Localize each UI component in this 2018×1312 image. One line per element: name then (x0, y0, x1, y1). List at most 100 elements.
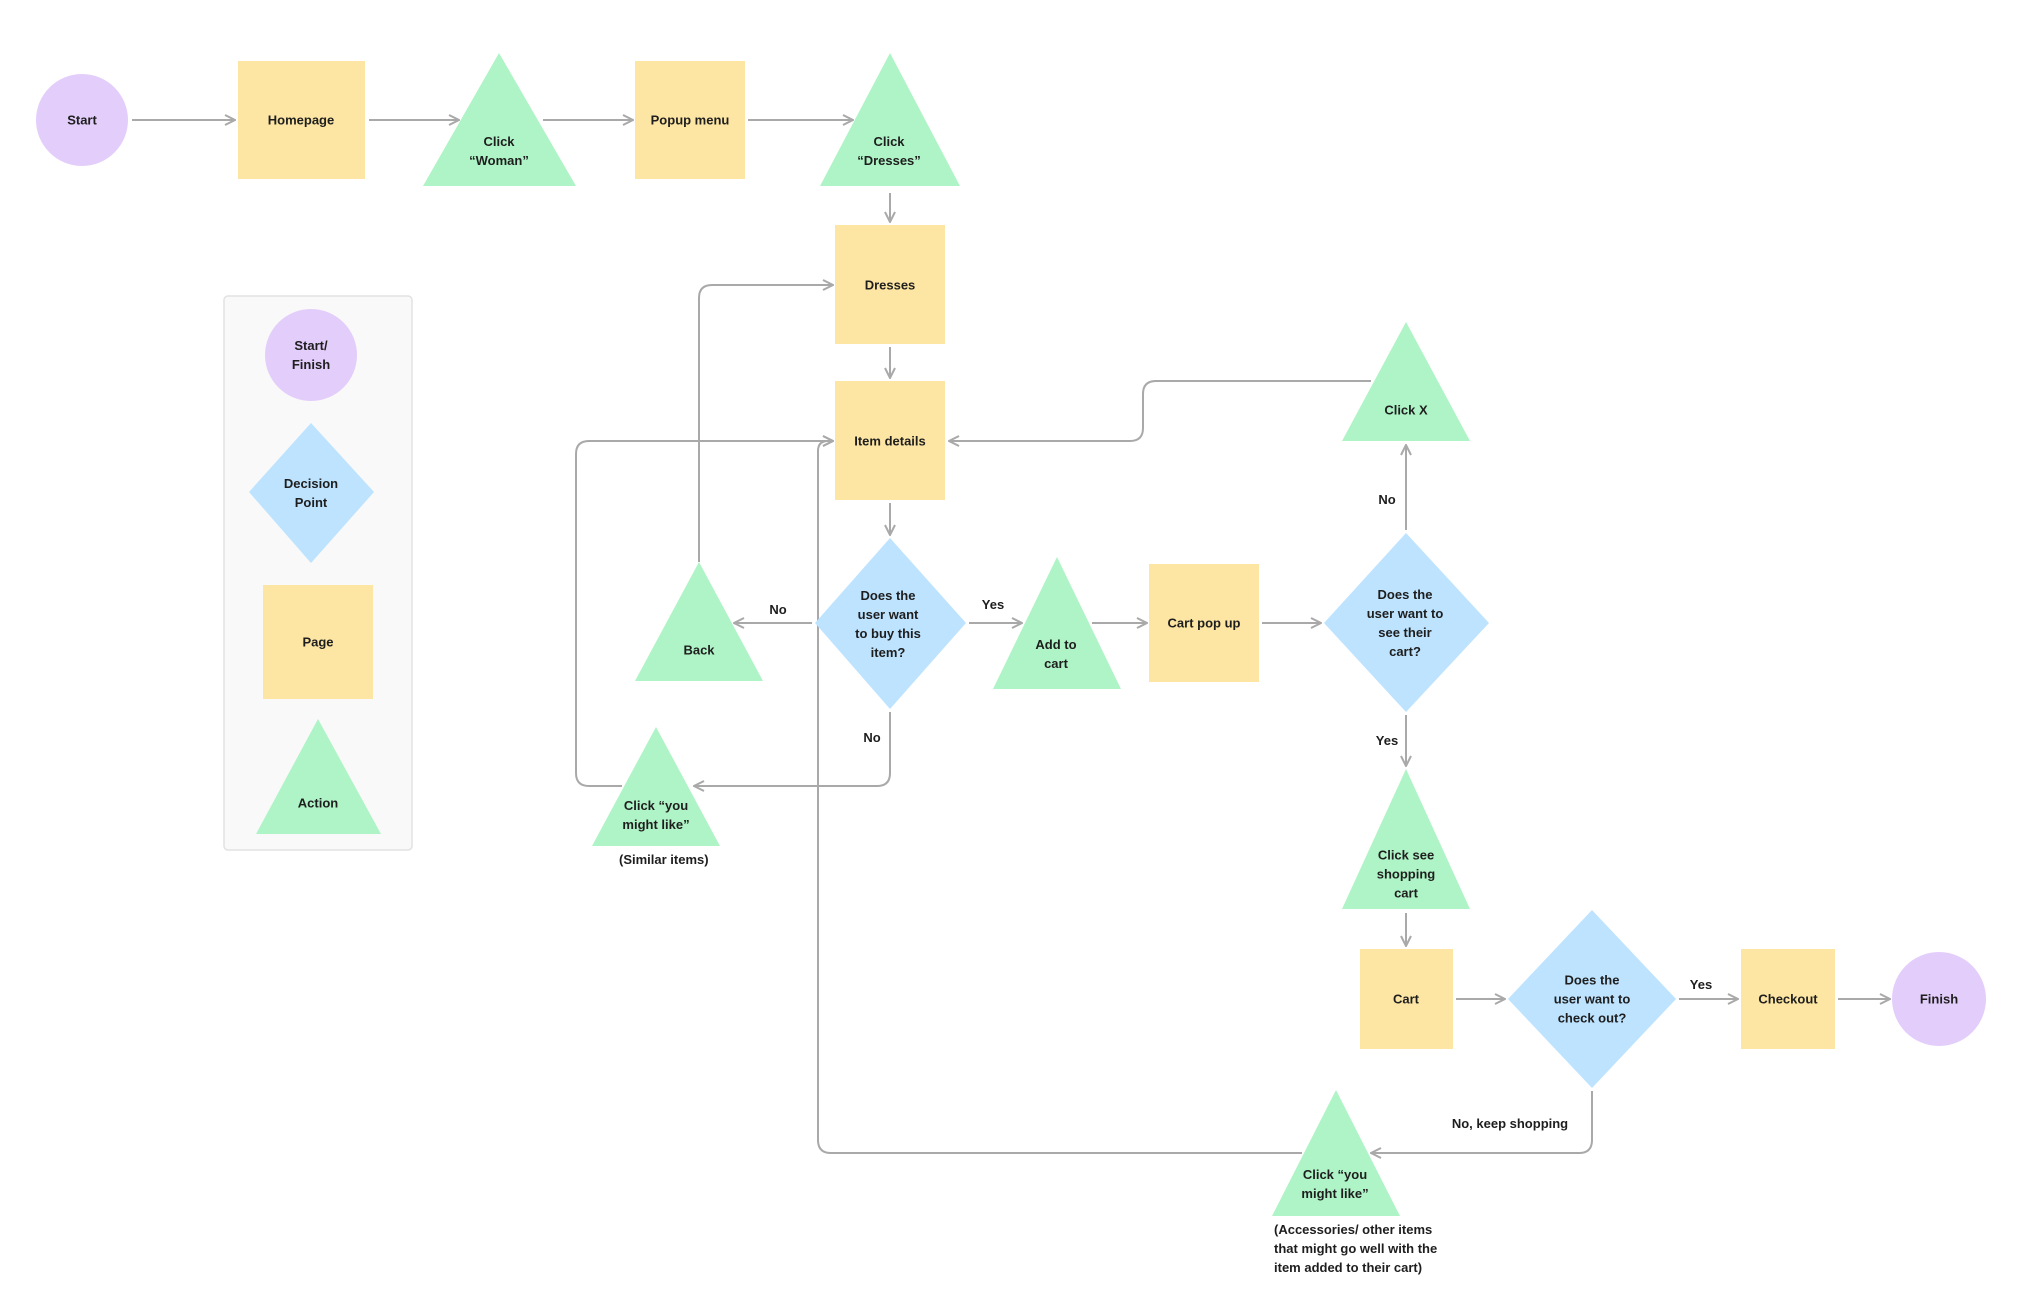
node-popup-menu (635, 61, 745, 179)
node-add-to-cart-label: Add to cart (1035, 637, 1076, 671)
node-cart-popup (1149, 564, 1259, 682)
label-line: Cart pop up (1168, 616, 1241, 631)
label-line: (Accessories/ other items (1274, 1222, 1432, 1237)
legend-terminal-shape (265, 309, 357, 401)
label-line: cart (1394, 886, 1419, 901)
note-accessories: (Accessories/ other items that might go w… (1274, 1222, 1437, 1275)
legend-action-shape (256, 719, 381, 834)
nodes: Start Homepage Click “Woman” Popup menu C… (36, 53, 1986, 1216)
label-line: Dresses (865, 278, 916, 293)
label-line: shopping (1377, 867, 1436, 882)
node-checkout (1741, 949, 1835, 1049)
legend-decision-shape (249, 423, 374, 563)
edge-accessories-item-details (817, 441, 1302, 1154)
edge-label-buy-no-similar: No (863, 730, 880, 745)
label-line: “Woman” (469, 153, 529, 168)
node-start (36, 74, 128, 166)
label-line: Checkout (1758, 992, 1818, 1007)
label-line: Point (295, 495, 328, 510)
node-click-see-cart (1342, 769, 1470, 909)
label-line: Add to (1035, 637, 1076, 652)
label-line: Does the (1565, 973, 1620, 988)
node-cart-popup-label: Cart pop up (1168, 616, 1241, 631)
label-line: might like” (1301, 1186, 1368, 1201)
label-line: might like” (622, 817, 689, 832)
label-line: cart (1044, 656, 1069, 671)
legend-page-label: Page (302, 635, 333, 650)
node-homepage-label: Homepage (268, 113, 334, 128)
label-line: to buy this (855, 626, 921, 641)
label-line: Homepage (268, 113, 334, 128)
notes: (Similar items) (Accessories/ other item… (619, 852, 1437, 1275)
label-line: Page (302, 635, 333, 650)
legend-page-shape (263, 585, 373, 699)
label-line: (Similar items) (619, 852, 709, 867)
label-line: that might go well with the (1274, 1241, 1437, 1256)
node-finish (1892, 952, 1986, 1046)
edge-click-x-item-details (949, 380, 1371, 441)
node-popup-menu-label: Popup menu (651, 113, 730, 128)
node-back-label: Back (683, 643, 715, 658)
edge-labels: No Yes No No Yes Yes No, keep shopping (769, 492, 1712, 1131)
node-click-x-label: Click X (1384, 403, 1428, 418)
node-finish-label: Finish (1920, 992, 1958, 1007)
node-dresses-label: Dresses (865, 278, 916, 293)
node-back (635, 562, 763, 681)
edge-label-see-cart-yes: Yes (1376, 733, 1398, 748)
node-click-dresses-label: Click “Dresses” (857, 134, 921, 168)
edge-similar-item-details (575, 441, 833, 787)
label-line: see their (1378, 625, 1431, 640)
label-line: Action (298, 796, 339, 811)
label-line: “Dresses” (857, 153, 921, 168)
legend-action-label: Action (298, 796, 339, 811)
edge-label-see-cart-no: No (1378, 492, 1395, 507)
label-line: Click (873, 134, 905, 149)
edge-checkout-no-keep-shopping (1371, 1091, 1593, 1153)
edge-back-dresses (698, 285, 833, 562)
edge-label-checkout-yes: Yes (1690, 977, 1712, 992)
node-dresses (835, 225, 945, 344)
node-item-details-label: Item details (854, 434, 926, 449)
label-line: item? (871, 645, 906, 660)
node-checkout-decision (1508, 910, 1676, 1088)
node-cart (1360, 949, 1453, 1049)
connectors (132, 120, 1890, 1153)
node-see-cart-decision (1324, 533, 1489, 712)
label-line: Decision (284, 476, 338, 491)
label-line: Popup menu (651, 113, 730, 128)
node-click-you-might-like-1 (592, 727, 720, 846)
label-line: user want (858, 607, 919, 622)
label-line: Click see (1378, 848, 1434, 863)
legend-panel (223, 295, 413, 851)
label-line: Start (67, 113, 97, 128)
legend-terminal-label: Start/Finish (292, 338, 330, 372)
note-similar-items: (Similar items) (619, 852, 709, 867)
edge-label-checkout-no: No, keep shopping (1452, 1116, 1568, 1131)
label-line: Does the (1378, 587, 1433, 602)
node-homepage (238, 61, 365, 179)
node-click-dresses (820, 53, 960, 186)
label-line: Item details (854, 434, 926, 449)
label-line: Finish (1920, 992, 1958, 1007)
node-click-woman (423, 53, 576, 186)
node-click-see-cart-label: Click see shopping cart (1377, 848, 1436, 901)
label-line: user want to (1367, 606, 1444, 621)
node-click-x (1342, 322, 1470, 441)
edge-buy-no-similar (694, 712, 891, 786)
label-line: item added to their cart) (1274, 1260, 1422, 1275)
node-add-to-cart (993, 557, 1121, 689)
node-buy-decision (815, 538, 966, 709)
node-cart-label: Cart (1393, 992, 1420, 1007)
node-checkout-label: Checkout (1758, 992, 1818, 1007)
node-click-you-might-like-2 (1272, 1090, 1400, 1216)
label-line: Start/ (294, 338, 328, 353)
label-line: Back (683, 643, 715, 658)
